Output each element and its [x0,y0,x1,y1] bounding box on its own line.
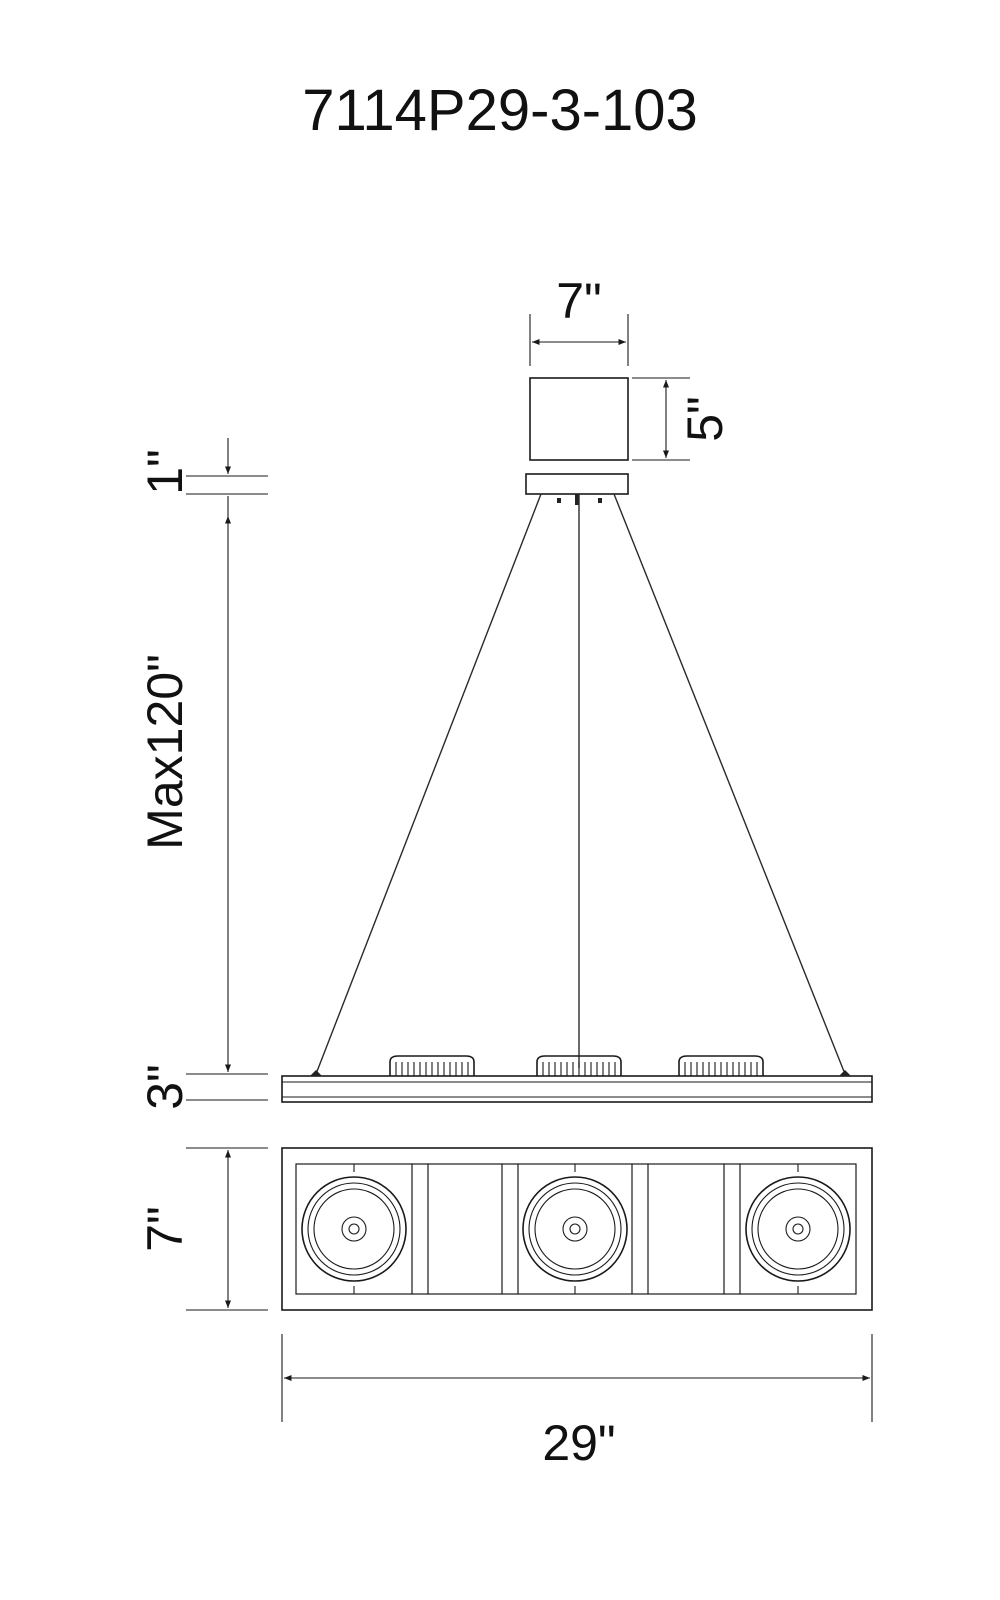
canopy-width-label: 7" [556,273,602,329]
fixture-height-label: 3" [137,1064,193,1110]
heat-sink [389,1055,475,1076]
heat-sink [678,1055,764,1076]
light-module [522,1164,628,1294]
heat-sink [536,1055,622,1076]
top-gap-label: 1" [137,449,193,495]
light-module [745,1164,851,1294]
fixture-depth-label: 7" [137,1206,193,1252]
fixture-bottom-view [281,1147,873,1311]
fixture-width-dimension: 29" [281,1334,873,1471]
canopy-width-dimension: 7" [529,273,629,366]
top-gap-dimension: 1" [137,438,268,516]
max-length-label: Max120" [137,654,193,850]
fixture-side-view [281,1055,873,1103]
canopy [525,377,629,505]
canopy-height-dimension: 5" [632,377,733,461]
model-number-title: 7114P29-3-103 [302,78,698,143]
max-length-dimension: Max120" [137,516,232,1072]
fixture-height-dimension: 3" [137,1064,268,1110]
suspension-wires [315,493,846,1075]
fixture-width-label: 29" [542,1415,615,1471]
fixture-depth-dimension: 7" [137,1147,268,1311]
light-module [301,1164,407,1294]
canopy-height-label: 5" [677,396,733,442]
